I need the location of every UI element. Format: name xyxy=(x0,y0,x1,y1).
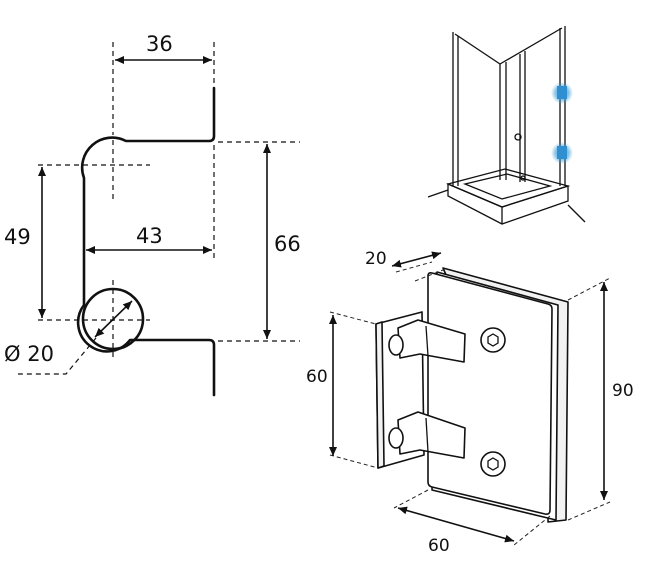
dim-43-label: 43 xyxy=(136,224,163,248)
hinge-knuckle-lower-line xyxy=(425,417,429,453)
glass-panel-top xyxy=(454,33,501,65)
floor-line-left xyxy=(427,189,449,198)
hinge-marker-lower-core xyxy=(557,146,567,159)
hinge-pin-lower xyxy=(388,427,404,449)
dim-20-line xyxy=(391,251,442,268)
ext-line-90-top xyxy=(567,277,611,301)
hinge-knuckle-upper xyxy=(397,319,466,363)
screw-upper xyxy=(480,327,506,353)
ext-line-20-b xyxy=(414,269,444,282)
dim-49-label: 49 xyxy=(4,225,31,249)
profile-outline xyxy=(76,86,216,397)
hinge-knuckle-lower xyxy=(397,411,466,459)
dim-60-left-label: 60 xyxy=(306,367,328,387)
hinge-marker-upper-core xyxy=(557,86,567,99)
dim-20-label: 20 xyxy=(365,249,387,269)
hinge-drawing: 20 60 90 60 xyxy=(306,249,634,556)
screw-lower xyxy=(480,451,506,477)
shower-tray-inner xyxy=(462,173,553,200)
dim-60-bottom-line xyxy=(397,506,515,543)
ext-line-60b-right xyxy=(513,515,551,546)
profile-drawing: 36 49 43 66 Ø 20 xyxy=(4,32,301,397)
hinge-front-plate xyxy=(427,272,553,515)
glass-panel-top-2 xyxy=(499,27,563,65)
dim-90-label: 90 xyxy=(612,381,634,401)
screw-upper-hex xyxy=(487,333,499,347)
ext-line-60-bottom xyxy=(329,454,379,469)
dim-60-bottom-label: 60 xyxy=(428,536,450,556)
screw-lower-hex xyxy=(487,457,499,471)
door-knob xyxy=(514,133,522,141)
hinge-knuckle-upper-line xyxy=(425,325,429,357)
dim-36-label: 36 xyxy=(146,32,173,56)
ext-line-60b-left xyxy=(393,489,429,509)
dim-diameter-line xyxy=(94,300,133,338)
shower-tray-front xyxy=(447,183,569,225)
hinge-pin-upper xyxy=(388,334,404,356)
shower-enclosure-illustration xyxy=(427,26,586,225)
floor-line-right xyxy=(567,204,586,223)
dim-66-label: 66 xyxy=(274,232,301,256)
ext-line-60-top xyxy=(329,311,377,325)
wall-mount-plate-side xyxy=(375,321,385,469)
ext-line-90-bottom xyxy=(567,501,611,521)
dim-diameter-label: Ø 20 xyxy=(4,342,54,366)
dim-diameter-leader xyxy=(18,337,97,375)
